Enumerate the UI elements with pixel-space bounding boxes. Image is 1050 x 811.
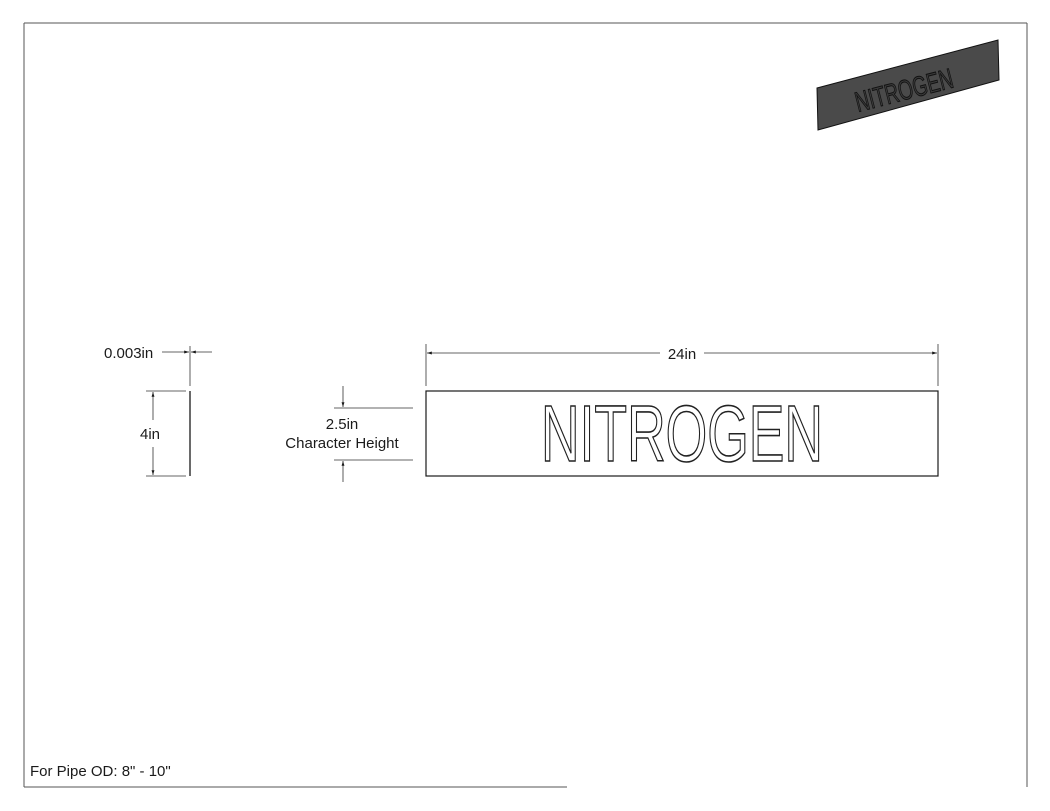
side-view: 0.003in 4in — [104, 345, 212, 477]
isometric-preview: NITROGEN — [816, 39, 1000, 131]
sign-text: NITROGEN — [541, 389, 823, 478]
char-height-label: Character Height — [285, 435, 399, 452]
char-height-value: 2.5in — [326, 416, 359, 433]
thickness-dimension: 0.003in — [104, 345, 153, 362]
sign-front-view: NITROGEN — [425, 388, 939, 479]
length-dimension-label: 24in — [668, 346, 696, 363]
height-dimension: 4in — [140, 426, 160, 443]
pipe-od-note: For Pipe OD: 8" - 10" — [30, 763, 171, 780]
sheet-border — [23, 22, 1028, 788]
length-dimension: 24in — [425, 344, 939, 386]
character-height-dimension: 2.5in Character Height — [285, 386, 413, 482]
